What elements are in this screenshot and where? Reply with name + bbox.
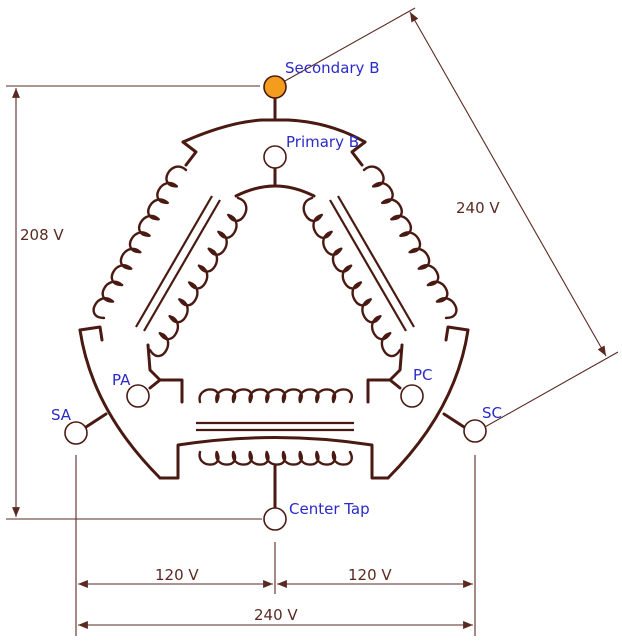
terminal-pa bbox=[126, 384, 150, 408]
coil-left-primary bbox=[148, 196, 248, 358]
dim-extension-diag-bottom bbox=[475, 351, 619, 433]
coil-bottom-primary bbox=[198, 388, 353, 404]
primary-bottom-right bbox=[366, 378, 392, 404]
coil-right-secondary bbox=[362, 165, 458, 320]
pc-lead bbox=[388, 378, 402, 390]
terminals bbox=[64, 75, 487, 531]
label-208v: 208 V bbox=[20, 226, 64, 244]
label-sc: SC bbox=[482, 404, 502, 422]
dimension-lines bbox=[6, 7, 619, 636]
core-right-b bbox=[337, 195, 415, 328]
label-primary-b: Primary B bbox=[286, 133, 359, 151]
terminal-secondary-b bbox=[263, 75, 287, 99]
secondary-left-top-hook bbox=[181, 140, 198, 167]
label-secondary-b: Secondary B bbox=[285, 59, 380, 77]
coil-bottom-secondary bbox=[198, 450, 353, 466]
label-pa: PA bbox=[112, 371, 131, 389]
label-120v-left: 120 V bbox=[155, 566, 199, 584]
secondary-right-bottom-hook bbox=[444, 325, 470, 342]
core-left-a bbox=[135, 195, 213, 328]
terminal-primary-b bbox=[263, 145, 287, 169]
core-right-a bbox=[329, 199, 407, 332]
dim-240v-diagonal-line bbox=[409, 11, 607, 357]
coil-left-secondary bbox=[92, 165, 188, 320]
primary-bottom-left bbox=[158, 378, 184, 404]
dim-extension-diag-top bbox=[275, 7, 416, 87]
label-120v-right: 120 V bbox=[348, 566, 392, 584]
primary-left-corner bbox=[146, 343, 162, 382]
coil-right-primary bbox=[302, 196, 402, 358]
labels: Secondary B Primary B PA PC SA SC Center… bbox=[20, 59, 502, 624]
secondary-frame bbox=[78, 96, 470, 510]
secondary-bottom-frame bbox=[158, 436, 390, 480]
terminal-sa bbox=[64, 421, 88, 445]
terminal-center-tap bbox=[263, 507, 287, 531]
pa-lead bbox=[148, 378, 162, 390]
secondary-right-top-hook bbox=[350, 140, 367, 167]
terminal-sc bbox=[463, 419, 487, 443]
secondary-left-outer-arc bbox=[78, 328, 162, 480]
sa-lead bbox=[84, 412, 108, 429]
label-240v-bottom: 240 V bbox=[254, 606, 298, 624]
terminal-pc bbox=[400, 384, 424, 408]
transformer-cores bbox=[135, 195, 415, 432]
label-center-tap: Center Tap bbox=[289, 500, 370, 518]
label-240v-diagonal: 240 V bbox=[456, 199, 500, 217]
sc-lead bbox=[442, 412, 466, 429]
secondary-right-outer-arc bbox=[386, 328, 470, 480]
secondary-left-bottom-hook bbox=[78, 325, 104, 342]
primary-top-connector bbox=[234, 184, 316, 198]
primary-frame bbox=[146, 167, 404, 404]
core-left-b bbox=[143, 199, 221, 332]
label-sa: SA bbox=[51, 406, 72, 424]
transformer-coils bbox=[92, 165, 458, 466]
label-pc: PC bbox=[413, 366, 433, 384]
primary-right-corner bbox=[388, 343, 404, 382]
